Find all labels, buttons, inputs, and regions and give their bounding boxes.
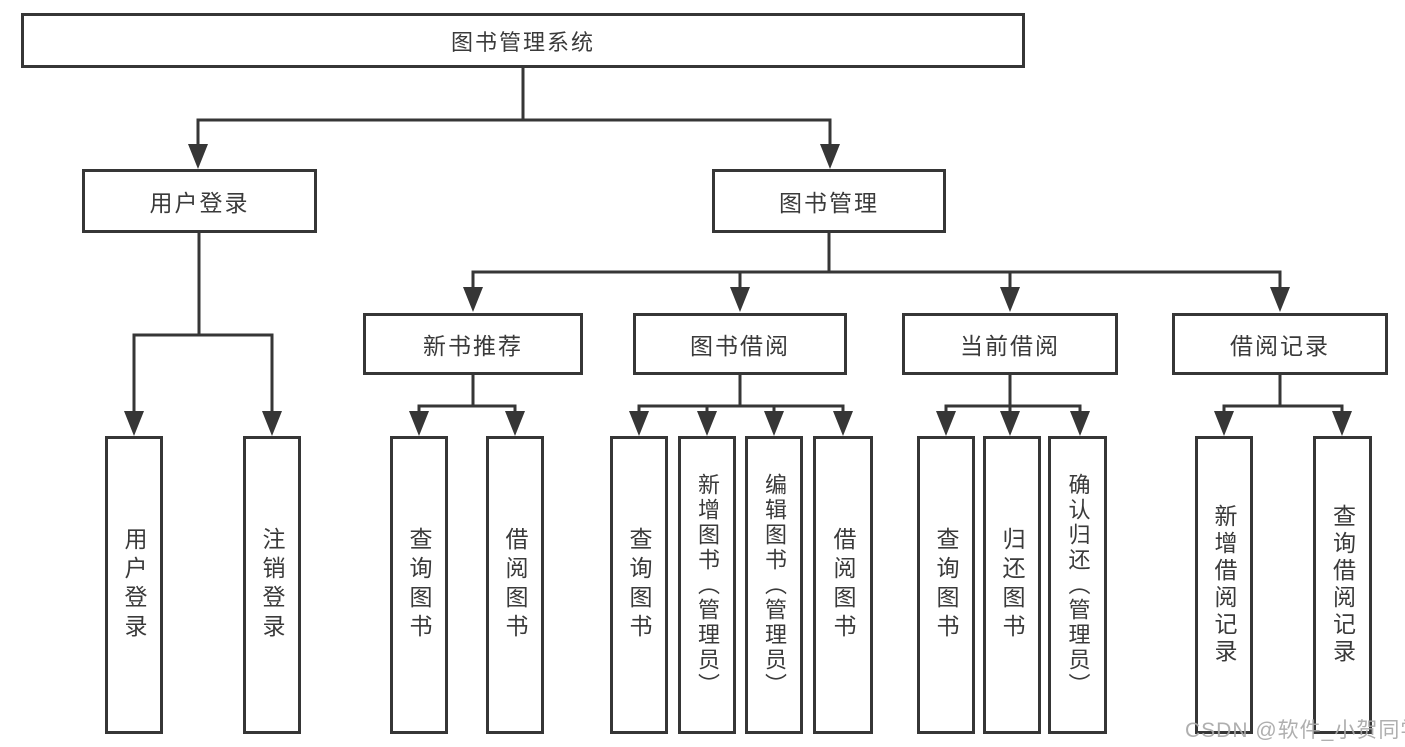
leaf-logout: 注销登录 — [243, 436, 301, 734]
node-user-login: 用户登录 — [82, 169, 317, 233]
leaf-borrow-books-1: 借阅图书 — [486, 436, 544, 734]
csdn-watermark: CSDN @软件_小贺同学 — [1185, 719, 1405, 742]
leaf-query-books-2: 查询图书 — [610, 436, 668, 734]
node-current-borrowing: 当前借阅 — [902, 313, 1118, 375]
leaf-edit-books-admin: 编辑图书（管理员） — [745, 436, 803, 734]
node-book-management: 图书管理 — [712, 169, 946, 233]
node-borrowing-records: 借阅记录 — [1172, 313, 1388, 375]
leaf-borrow-books-2: 借阅图书 — [813, 436, 873, 734]
leaf-query-books-1: 查询图书 — [390, 436, 448, 734]
leaf-user-login: 用户登录 — [105, 436, 163, 734]
leaf-add-books-admin: 新增图书（管理员） — [678, 436, 736, 734]
node-book-borrowing: 图书借阅 — [633, 313, 847, 375]
node-library-management-system: 图书管理系统 — [21, 13, 1025, 68]
leaf-confirm-return-admin: 确认归还（管理员） — [1048, 436, 1107, 734]
leaf-query-books-3: 查询图书 — [917, 436, 975, 734]
leaf-return-books: 归还图书 — [983, 436, 1041, 734]
leaf-query-borrow-record: 查询借阅记录 — [1313, 436, 1372, 734]
node-new-book-recommendation: 新书推荐 — [363, 313, 583, 375]
leaf-add-borrow-record: 新增借阅记录 — [1195, 436, 1253, 734]
